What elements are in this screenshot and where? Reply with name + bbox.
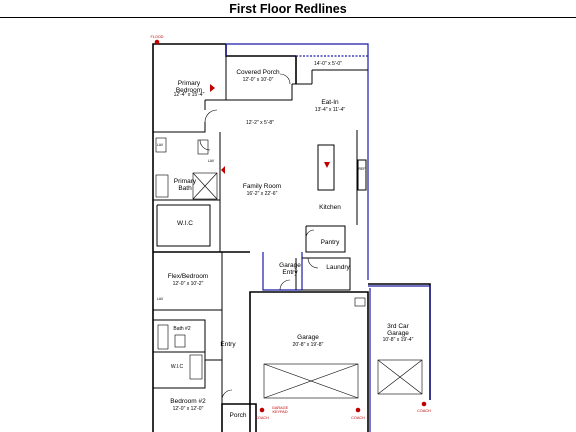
fixtures (155, 137, 366, 380)
label-porch: Porch (230, 412, 247, 419)
label-ref: REF (359, 167, 366, 171)
label-garage: Garage (297, 334, 319, 341)
label-coach-3: COACH (417, 409, 431, 413)
dims-rear-porch: 14'-0" x 5'-0" (314, 61, 342, 67)
dims-primary-bedroom: 12'-4" x 15'-4" (174, 92, 205, 98)
label-pantry: Pantry (321, 239, 341, 246)
label-bath-2: Bath #2 (173, 326, 190, 332)
label-eat-in: Eat-In (321, 99, 339, 106)
label-bedroom-2: Bedroom #2 (170, 398, 206, 405)
dims-garage: 20'-8" x 19'-8" (293, 342, 324, 348)
label-coach-2: COACH (351, 416, 365, 420)
label-wic-1: W.I.C (177, 220, 193, 227)
dims-eat-in: 13'-4" x 11'-4" (315, 107, 346, 113)
label-laundry: Laundry (326, 264, 350, 271)
label-wic-2: W.I.C (171, 364, 184, 370)
redline-markers (154, 39, 427, 413)
fixture-labels: LAV LAV LAV REF (157, 143, 366, 301)
blue-walls (225, 43, 431, 432)
interior-walls (153, 56, 368, 404)
garage-doors (263, 359, 423, 399)
title-bar: First Floor Redlines (0, 0, 576, 18)
label-flood: FLOOD (150, 35, 163, 39)
dims-family-room: 16'-2" x 22'-6" (247, 191, 278, 197)
label-lav-1: LAV (157, 143, 164, 147)
dims-flex-bedroom: 12'-0" x 10'-2" (173, 281, 204, 287)
label-lav-2: LAV (208, 159, 215, 163)
label-family-room: Family Room (243, 183, 281, 190)
page-title: First Floor Redlines (229, 2, 347, 16)
label-flex-bedroom: Flex/Bedroom (168, 273, 208, 280)
label-lav-3: LAV (157, 297, 164, 301)
dims-third-car-garage: 10'-8" x 19'-4" (383, 337, 414, 343)
dims-covered-porch: 12'-0" x 10'-0" (243, 77, 274, 83)
label-entry: Entry (220, 341, 236, 348)
label-kitchen: Kitchen (319, 204, 341, 211)
doors (199, 73, 319, 401)
label-coach-1: COACH (255, 416, 269, 420)
dims-bedroom-2: 12'-0" x 12'-0" (173, 406, 204, 412)
label-covered-porch: Covered Porch (236, 69, 280, 76)
dims-hall: 12'-2" x 5'-8" (246, 120, 274, 126)
